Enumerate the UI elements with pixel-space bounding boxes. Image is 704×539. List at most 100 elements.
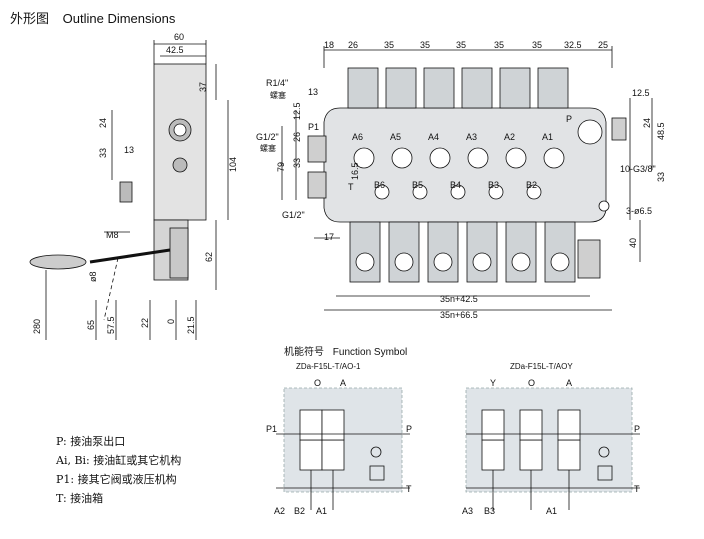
port-b2: B2 [526,180,537,190]
side-port-lower [172,157,188,173]
left-dim-17: 17 [324,232,334,242]
callout-hole: 3-ø6.5 [626,206,652,216]
left-dim-12-5: 12.5 [292,102,302,120]
port-a2: A2 [504,132,515,142]
callout-p: P [566,114,572,124]
dim-m8: M8 [106,230,119,240]
right-dim-12-5: 12.5 [632,88,650,98]
top-dim-35e: 35 [532,40,542,50]
p1-fitting [307,135,327,163]
dim-60: 60 [174,32,184,42]
right-bottom-a3: A3 [462,506,473,516]
side-spool-cap [169,227,189,279]
dim-57-5: 57.5 [106,316,116,334]
dim-24: 24 [98,118,108,128]
left-bottom-b2: B2 [294,506,305,516]
dim-65: 65 [86,320,96,330]
right-top-a: A [566,378,572,388]
port-legend: P: 接油泵出口 Ai, Bi: 接油缸或其它机构 P1: 接其它阀或液压机构 … [56,432,181,508]
front-view [281,46,653,311]
right-bottom-b3: B3 [484,506,495,516]
dim-d8: ø8 [88,271,98,282]
left-dim-13: 13 [308,87,318,97]
right-top-o: O [528,378,535,388]
left-dim-16-5: 16.5 [350,162,360,180]
dim-42-5: 42.5 [166,45,184,55]
top-dim-25: 25 [598,40,608,50]
port-b6: B6 [374,180,385,190]
handle-knob [29,254,87,270]
top-dim-18: 18 [324,40,334,50]
dim-13: 13 [124,145,134,155]
callout-r14: R1/4" [266,78,288,88]
right-dim-24: 24 [642,118,652,128]
callout-p1: P1 [308,122,319,132]
port-b5: B5 [412,180,423,190]
left-top-a: A [340,378,346,388]
left-port-t: T [406,484,412,494]
port-a5: A5 [390,132,401,142]
title-cn: 外形图 [10,12,50,27]
side-body [153,63,207,221]
left-port-p1: P1 [266,424,277,434]
left-bottom-a2: A2 [274,506,285,516]
right-port-t: T [634,484,640,494]
function-symbol-title-en: Function Symbol [332,347,408,358]
left-dim-26: 26 [292,132,302,142]
dim-280: 280 [32,319,42,334]
callout-g12: G1/2" [256,132,279,142]
bottom-dim-66-5: 35n+66.5 [440,310,478,320]
right-dim-48-5: 48.5 [656,122,666,140]
dim-0: 0 [166,319,176,324]
function-symbol-left [276,387,410,510]
top-dim-35a: 35 [384,40,394,50]
right-top-y: Y [490,378,496,388]
dim-37: 37 [198,82,208,92]
legend-item-t: T: 接油箱 [56,492,104,505]
legend-item-p: P: 接油泵出口 [56,435,126,448]
front-dimension-labels: 18 26 35 35 35 35 35 32.5 25 13 12.5 26 … [256,40,666,320]
left-dim-79: 79 [276,162,286,172]
function-symbol-title: 机能符号 Function Symbol [284,343,407,358]
callout-g38: 10-G3/8" [620,164,656,174]
top-dim-32-5: 32.5 [564,40,582,50]
right-dim-33: 33 [656,172,666,182]
function-symbol-labels: O A A2 B2 A1 P1 P T Y O A A3 B3 A1 P T [266,378,640,516]
drawing-title: 外形图 Outline Dimensions [10,8,175,27]
top-dim-35b: 35 [420,40,430,50]
p-port [577,119,603,145]
legend-item-ai-bi: Ai, Bi: 接油缸或其它机构 [56,454,182,467]
right-bottom-a1: A1 [546,506,557,516]
left-bottom-a1: A1 [316,506,327,516]
title-en: Outline Dimensions [62,11,176,26]
right-dim-40: 40 [628,238,638,248]
left-dim-33: 33 [292,158,302,168]
callout-plug1: 螺塞 [270,90,286,100]
port-b3: B3 [488,180,499,190]
handle-rod [89,248,171,264]
dim-62: 62 [204,252,214,262]
dim-22: 22 [140,318,150,328]
dim-21-5: 21.5 [186,316,196,334]
top-dim-26: 26 [348,40,358,50]
dim-104: 104 [228,157,238,172]
left-top-o: O [314,378,321,388]
side-dimension-labels: 60 42.5 37 24 33 13 104 62 M8 ø8 280 65 … [32,32,238,334]
bottom-dim-42-5: 35n+42.5 [440,294,478,304]
side-view [29,40,229,340]
model-right: ZDa-F15L-T/AOY [510,362,573,371]
callout-plug2: 螺塞 [260,143,276,153]
port-b4: B4 [450,180,461,190]
port-a6: A6 [352,132,363,142]
dim-33: 33 [98,148,108,158]
callout-t: T [348,182,354,192]
side-fitting [119,181,133,203]
top-dim-35c: 35 [456,40,466,50]
right-port-p: P [634,424,640,434]
function-symbol-title-cn: 机能符号 [284,347,324,358]
port-a3: A3 [466,132,477,142]
model-left: ZDa-F15L-T/AO-1 [296,362,361,371]
function-symbol-right [465,387,640,510]
top-dim-35d: 35 [494,40,504,50]
